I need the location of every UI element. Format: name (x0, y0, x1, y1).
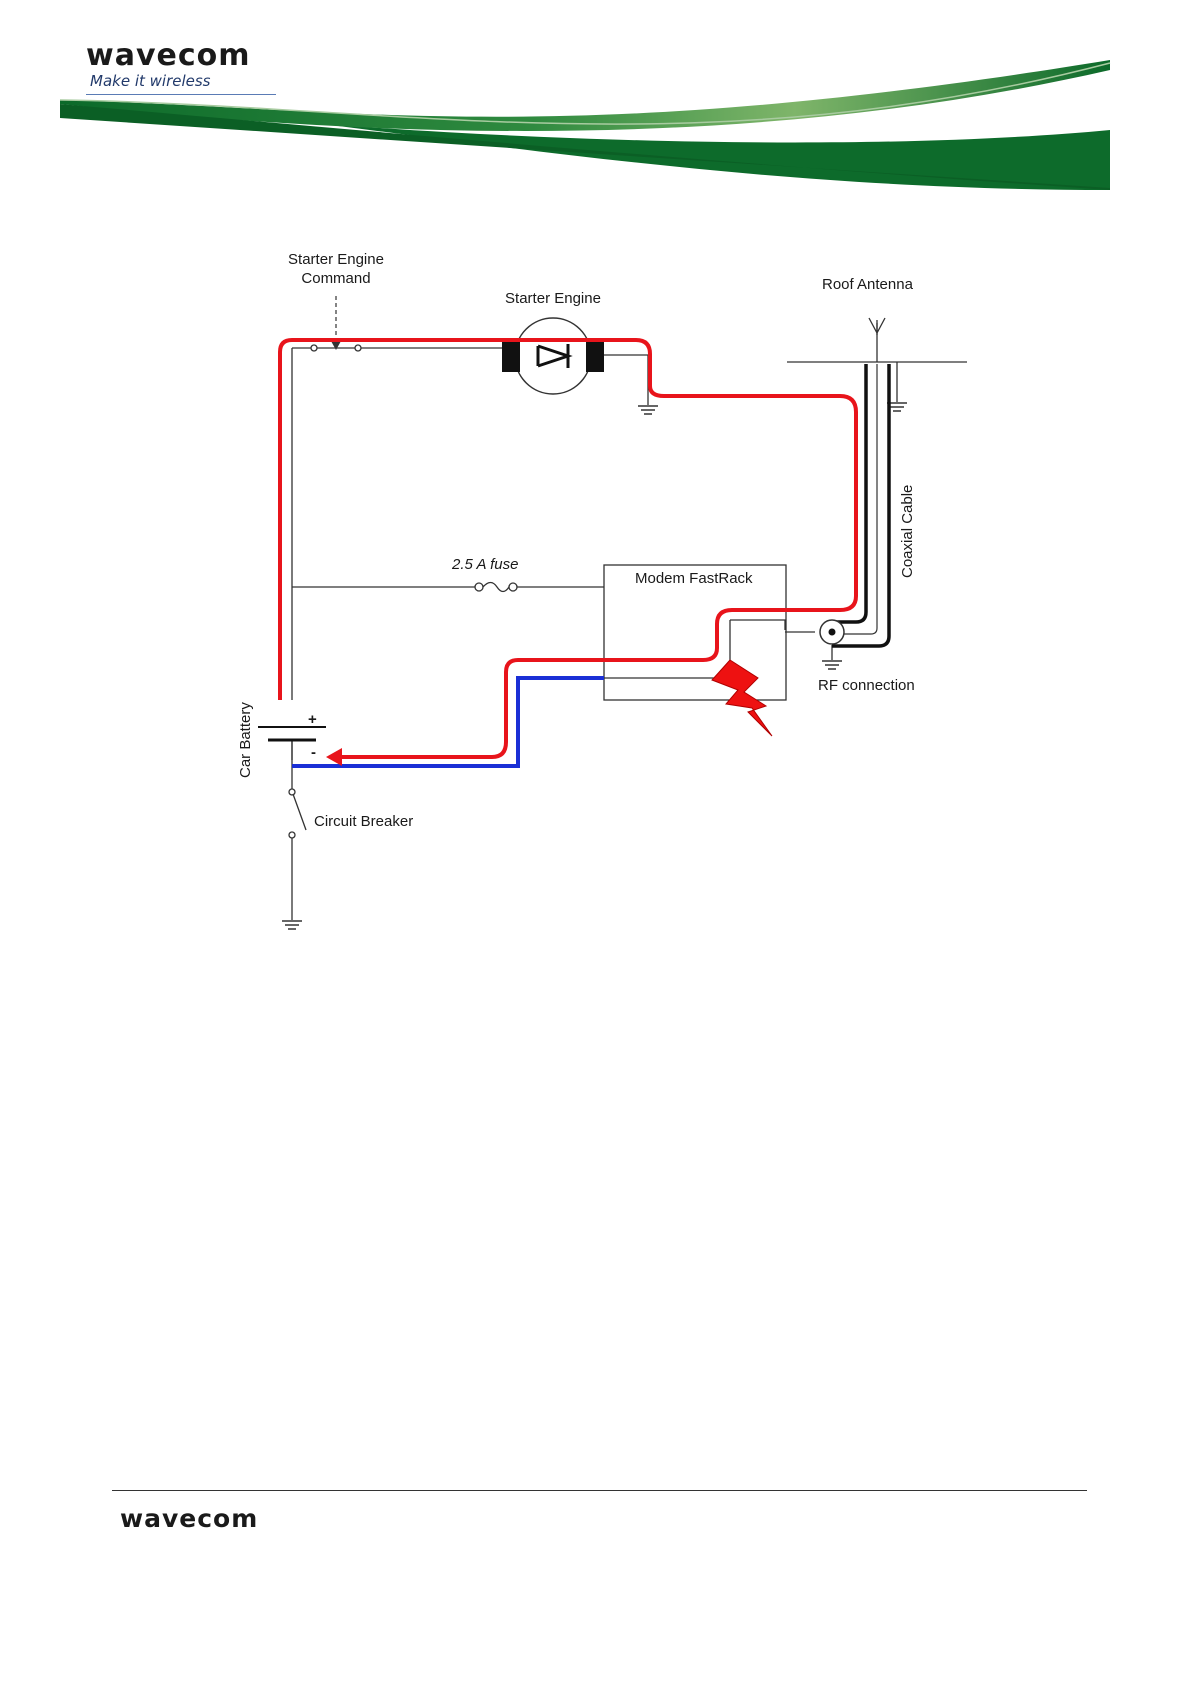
label-modem: Modem FastRack (635, 570, 753, 587)
label-starter-command-2: Command (301, 270, 370, 287)
rf-connector (820, 620, 844, 644)
fuse-symbol (475, 583, 517, 592)
circuit-breaker-symbol (289, 789, 306, 838)
label-fuse: 2.5 A fuse (451, 556, 518, 573)
current-arrowhead (326, 748, 342, 766)
starter-engine-motor (502, 318, 604, 394)
label-minus: - (311, 744, 316, 761)
ground-symbols (282, 403, 907, 929)
label-rf-connection: RF connection (818, 677, 915, 694)
label-coaxial-cable: Coaxial Cable (899, 485, 916, 578)
label-starter-command-1: Starter Engine (288, 251, 384, 268)
label-car-battery: Car Battery (237, 702, 254, 778)
lightning-fault-icon (712, 660, 772, 736)
coaxial-cable (832, 364, 889, 646)
label-plus: + (308, 711, 317, 728)
fault-current-path (280, 340, 856, 757)
label-starter-engine: Starter Engine (505, 290, 601, 307)
footer-wavecom-logo: wavecom (120, 1504, 258, 1533)
label-roof-antenna: Roof Antenna (822, 276, 914, 293)
footer-divider (112, 1490, 1087, 1491)
roof-antenna-icon (869, 318, 885, 335)
label-circuit-breaker: Circuit Breaker (314, 813, 413, 830)
